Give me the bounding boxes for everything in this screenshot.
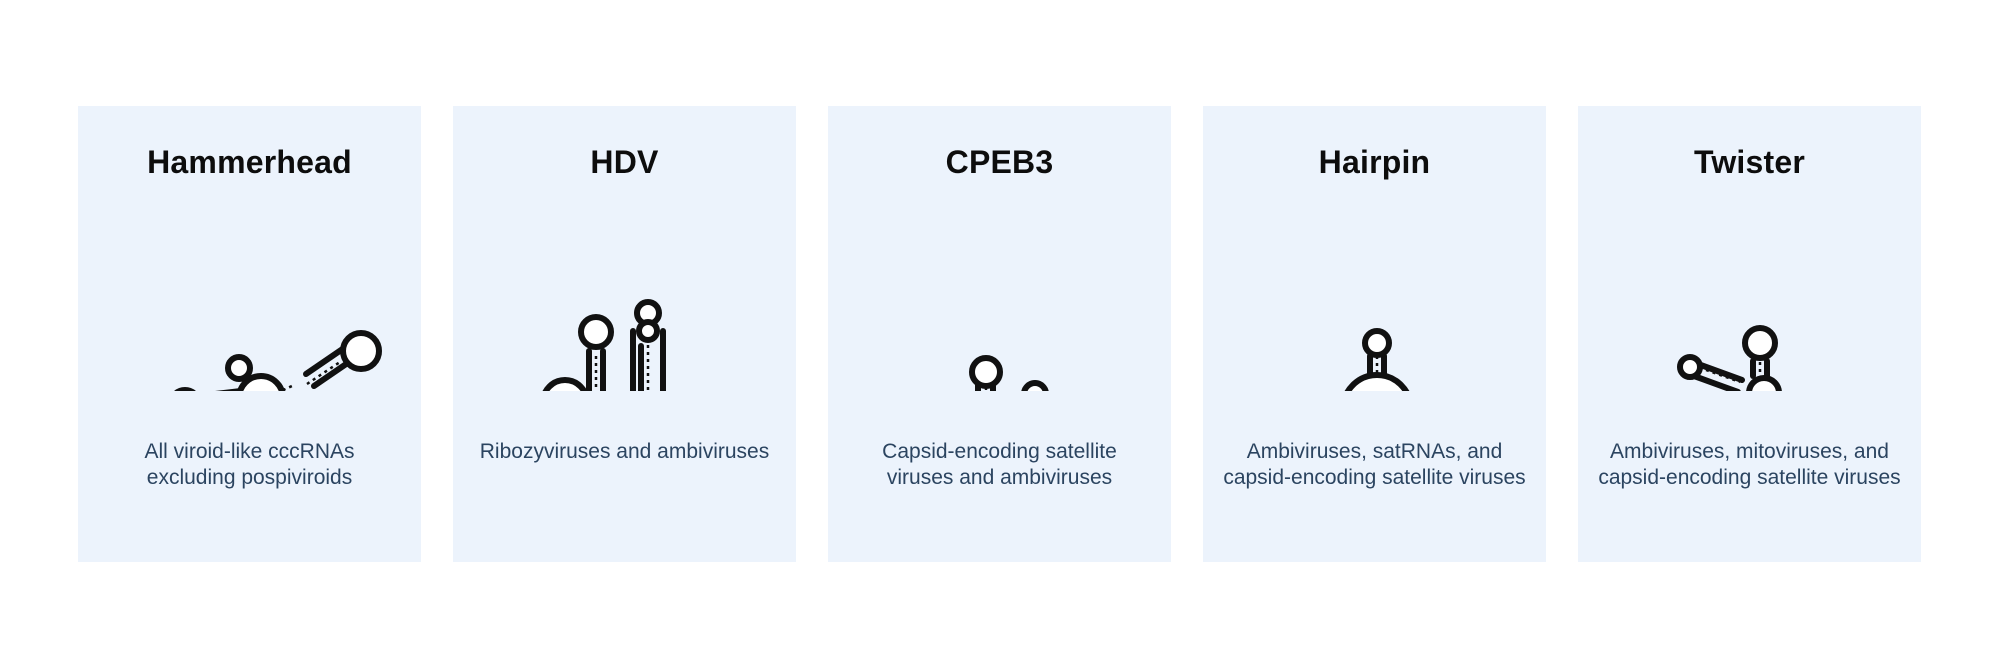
card-description: Capsid-encoding satellite viruses and am… <box>882 440 1117 489</box>
hairpin-ribozyme-icon <box>1344 328 1410 391</box>
card-title: Twister <box>1693 144 1806 180</box>
hdv-ribozyme-icon <box>542 299 666 391</box>
card-title: Hammerhead <box>147 144 352 180</box>
card-hdv: HDV Ribozyviruses and ambiviruses <box>453 106 796 562</box>
hammerhead-ribozyme-icon <box>174 330 382 391</box>
cpeb3-ribozyme-icon <box>969 355 1049 391</box>
card-title: CPEB3 <box>945 144 1054 180</box>
card-description: Ribozyviruses and ambiviruses <box>479 440 770 463</box>
twister-ribozyme-icon <box>1677 325 1782 391</box>
card-title: Hairpin <box>1318 144 1431 180</box>
card-cpeb3: CPEB3 Capsid-encoding satellite viruses … <box>828 106 1171 562</box>
card-hairpin: Hairpin Ambiviruses, satRNAs, and capsid… <box>1203 106 1546 562</box>
card-description: All viroid-like cccRNAs excluding pospiv… <box>144 440 355 489</box>
card-hammerhead: Hammerhead <box>78 106 421 562</box>
card-description: Ambiviruses, mitoviruses, and capsid-enc… <box>1598 440 1901 489</box>
card-twister: Twister Ambiviruses, mitoviruses, and ca… <box>1578 106 1921 562</box>
card-title: HDV <box>590 144 659 180</box>
card-description: Ambiviruses, satRNAs, and capsid-encodin… <box>1223 440 1526 489</box>
